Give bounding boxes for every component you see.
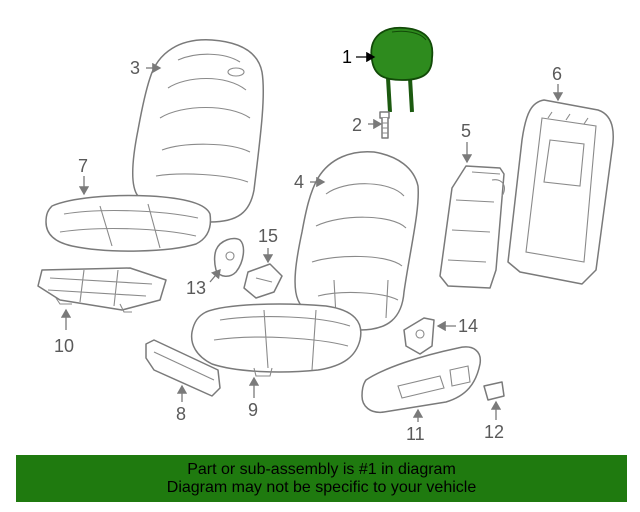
part-2-headrest-guide[interactable]	[379, 111, 390, 139]
callout-10: 10	[54, 336, 74, 356]
part-3-seatback-cover[interactable]	[131, 39, 265, 223]
part-11-side-shield[interactable]	[361, 346, 482, 414]
part-10-cushion-frame[interactable]	[37, 267, 167, 313]
part-5-seatback-panel[interactable]	[439, 165, 505, 289]
part-7-cushion-cover[interactable]	[45, 194, 212, 252]
callout-6: 6	[552, 64, 562, 84]
callout-8: 8	[176, 404, 186, 424]
callout-2: 2	[352, 115, 362, 135]
banner-line-2: Diagram may not be specific to your vehi…	[166, 479, 477, 496]
part-13-bracket[interactable]	[213, 237, 245, 277]
callout-9: 9	[248, 400, 258, 420]
info-banner: Part or sub-assembly is #1 in diagram Di…	[16, 455, 627, 502]
callout-7: 7	[78, 156, 88, 176]
part-14-bracket[interactable]	[403, 317, 435, 355]
callout-3: 3	[130, 58, 140, 78]
callout-1: 1	[342, 47, 352, 67]
part-6-seatback-frame[interactable]	[507, 99, 614, 285]
part-15-clip[interactable]	[243, 263, 283, 299]
callout-4: 4	[294, 172, 304, 192]
part-8-side-trim[interactable]	[145, 339, 221, 397]
banner-line-1: Part or sub-assembly is #1 in diagram	[187, 461, 456, 478]
callout-13: 13	[186, 278, 206, 298]
part-4-seatback-pad[interactable]	[294, 150, 420, 331]
part-1-headrest[interactable]	[370, 26, 434, 113]
callout-11: 11	[406, 424, 425, 444]
callout-5: 5	[461, 121, 471, 141]
seat-parts-diagram: 1 2 3 4 5 6 7 8 9 10 11 12 13 14 15	[37, 26, 614, 444]
callout-14: 14	[458, 316, 478, 336]
part-9-cushion-pad[interactable]	[190, 303, 362, 377]
part-12-cap[interactable]	[483, 381, 505, 401]
callout-15: 15	[258, 226, 278, 246]
leader-lines	[60, 51, 564, 422]
headrest-cushion	[370, 26, 434, 81]
callout-12: 12	[484, 422, 504, 442]
